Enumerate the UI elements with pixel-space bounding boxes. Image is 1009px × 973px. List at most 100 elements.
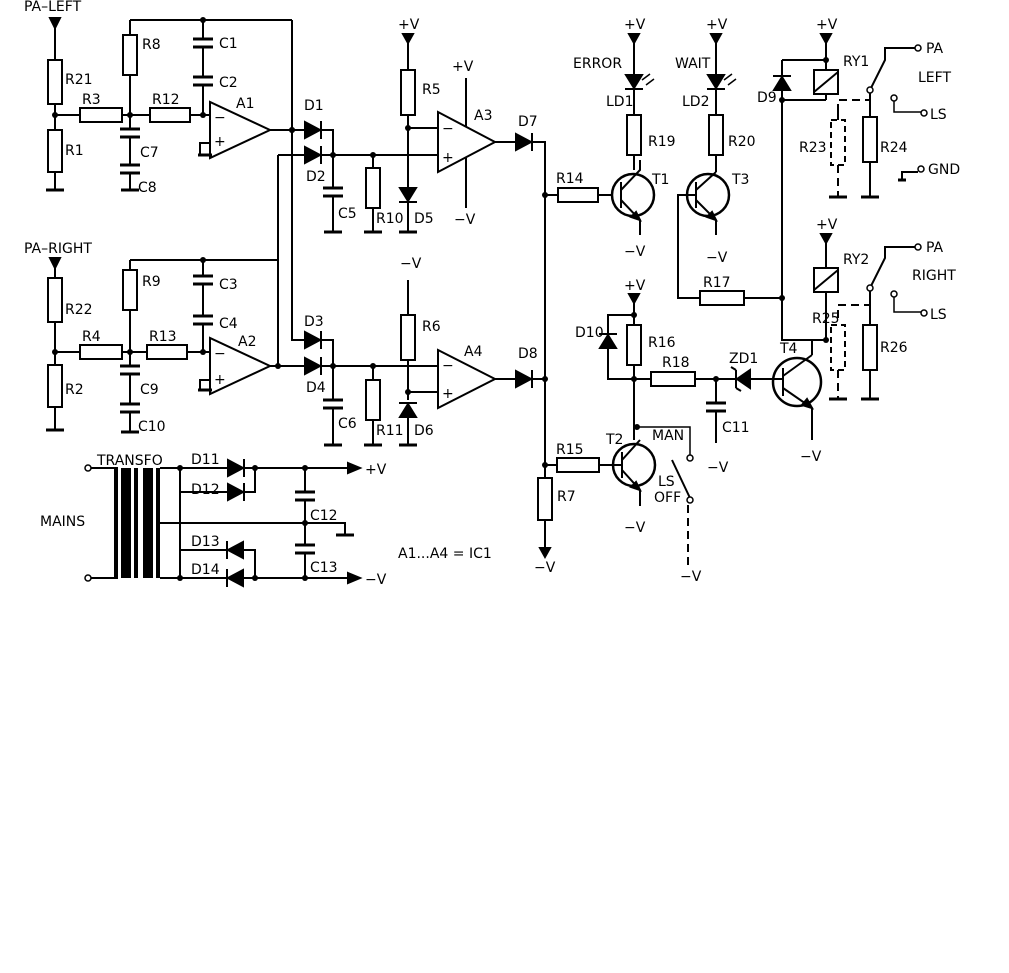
resistor-r24 xyxy=(862,116,878,163)
r8-label: R8 xyxy=(142,37,161,53)
ry1-label: RY1 xyxy=(843,54,869,70)
svg-text:−V: −V xyxy=(707,460,729,476)
svg-text:−V: −V xyxy=(454,212,476,228)
c1-label: C1 xyxy=(219,36,238,52)
power-supply: TRANSFO MAINS D11 D12 D13 D14 C xyxy=(40,452,492,588)
resistor-r9 xyxy=(122,269,138,311)
c3-label: C3 xyxy=(219,277,238,293)
resistor-r23 xyxy=(830,119,846,166)
pa-left-out-label: PA xyxy=(926,41,944,57)
svg-text:−V: −V xyxy=(624,244,646,260)
r17-label: R17 xyxy=(703,275,731,291)
t1-label: T1 xyxy=(651,172,669,188)
diode-d7 xyxy=(515,132,534,152)
d1-label: D1 xyxy=(304,98,324,114)
zener-zd1 xyxy=(735,368,751,390)
relay-section: +V D9 RY1 PA LEFT LS R23 R24 xyxy=(757,17,960,401)
r25-label: R25 xyxy=(812,311,840,327)
ry2-label: RY2 xyxy=(843,252,869,268)
resistor-r6 xyxy=(400,314,416,361)
r22-label: R22 xyxy=(65,302,93,318)
off-label: OFF xyxy=(654,490,681,506)
d7-label: D7 xyxy=(518,114,538,130)
resistor-r17 xyxy=(699,290,745,306)
man-label: MAN xyxy=(652,428,684,444)
diode-d11 xyxy=(227,458,246,478)
diode-d12 xyxy=(227,482,246,502)
resistor-r2 xyxy=(47,364,63,408)
svg-text:−V: −V xyxy=(624,520,646,536)
resistor-r20 xyxy=(708,114,724,156)
resistor-r11 xyxy=(365,379,381,421)
r4-label: R4 xyxy=(82,329,101,345)
r7-label: R7 xyxy=(557,489,576,505)
r15-label: R15 xyxy=(556,442,584,458)
resistor-r22 xyxy=(47,277,63,323)
d6-label: D6 xyxy=(414,423,434,439)
led-ld2 xyxy=(706,74,726,90)
resistor-r1 xyxy=(47,129,63,173)
r26-label: R26 xyxy=(880,340,908,356)
pa-right-out-terminal xyxy=(914,243,922,251)
r9-label: R9 xyxy=(142,274,161,290)
c9-label: C9 xyxy=(140,382,159,398)
resistor-r14 xyxy=(557,187,599,203)
ls-switch-label: LS xyxy=(658,474,675,490)
resistor-r8 xyxy=(122,34,138,76)
d4-label: D4 xyxy=(306,380,326,396)
diode-d14 xyxy=(225,568,244,588)
a4-label: A4 xyxy=(464,344,483,360)
ls-right-terminal xyxy=(920,309,928,317)
diode-d8 xyxy=(515,369,534,389)
r24-label: R24 xyxy=(880,140,908,156)
resistor-r26 xyxy=(862,324,878,371)
pa-left-label: PA–LEFT xyxy=(24,0,82,15)
resistor-r4 xyxy=(79,344,123,360)
ld1-label: LD1 xyxy=(606,94,634,110)
relay-driver: T4 −V ZD1 R18 C11 −V xyxy=(637,341,823,476)
wait-label: WAIT xyxy=(675,56,711,72)
resistor-r18 xyxy=(650,371,696,387)
c13-label: C13 xyxy=(310,560,338,576)
resistor-r10 xyxy=(365,167,381,209)
wait-indicator: +V WAIT LD2 R20 T3 −V R17 xyxy=(675,17,785,306)
r13-label: R13 xyxy=(149,329,177,345)
gnd-terminal xyxy=(917,165,925,173)
c7-label: C7 xyxy=(140,145,159,161)
manual-switch-section: +V D10 R16 MAN LS OFF −V T2 −V R15 xyxy=(534,278,702,585)
svg-text:+V: +V xyxy=(624,17,646,33)
c6-label: C6 xyxy=(338,416,357,432)
pa-left-out-terminal xyxy=(914,44,922,52)
d12-label: D12 xyxy=(191,482,220,498)
d11-label: D11 xyxy=(191,452,220,468)
resistor-r13 xyxy=(146,344,188,360)
d13-label: D13 xyxy=(191,534,220,550)
transistor-t4 xyxy=(771,356,823,408)
r2-label: R2 xyxy=(65,382,84,398)
r5-label: R5 xyxy=(422,82,441,98)
opamp-a4 xyxy=(437,348,498,410)
r23-label: R23 xyxy=(799,140,827,156)
pa-right-out-label: PA xyxy=(926,240,944,256)
svg-text:+V: +V xyxy=(816,217,838,233)
svg-text:+: + xyxy=(214,134,226,150)
resistor-r25 xyxy=(830,324,846,371)
resistor-r16 xyxy=(626,324,642,366)
d14-label: D14 xyxy=(191,562,220,578)
svg-text:−: − xyxy=(442,121,454,137)
man-switch xyxy=(686,496,694,504)
gnd-label: GND xyxy=(928,162,960,178)
diode-d5 xyxy=(398,187,418,203)
resistor-r3 xyxy=(79,107,123,123)
resistor-r21 xyxy=(47,59,63,105)
svg-text:+V: +V xyxy=(452,59,474,75)
c11-label: C11 xyxy=(722,420,750,436)
diode-d6 xyxy=(398,402,418,418)
transfo-label: TRANSFO xyxy=(96,453,163,469)
resistor-r15 xyxy=(556,457,600,473)
svg-text:−V: −V xyxy=(400,256,422,272)
t3-label: T3 xyxy=(731,172,749,188)
left-label: LEFT xyxy=(918,70,951,86)
r3-label: R3 xyxy=(82,92,101,108)
